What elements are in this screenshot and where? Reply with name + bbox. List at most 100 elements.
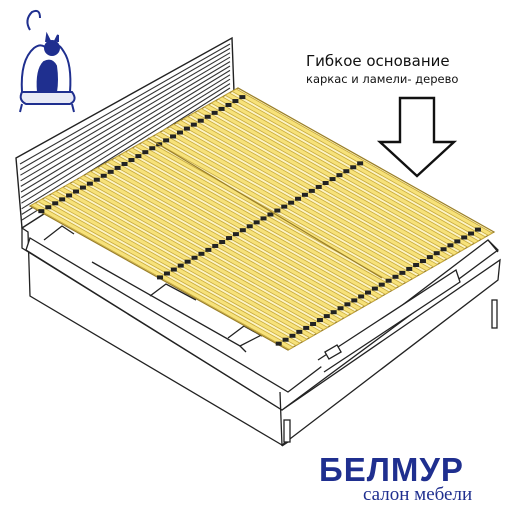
down-arrow-icon [376, 96, 458, 178]
slat-holder [385, 278, 392, 283]
slat-holder [170, 267, 177, 272]
slat-holder [419, 259, 426, 264]
headboard-stripe [20, 65, 231, 193]
slat-holder [93, 177, 100, 182]
slat-holder [275, 341, 282, 346]
slat-holder [190, 122, 197, 127]
slat-holder [274, 208, 281, 213]
slat-holder [282, 337, 289, 342]
slat-holder [59, 197, 66, 202]
headboard-stripe [21, 74, 231, 204]
slat-holder [170, 134, 177, 139]
slat-holder [295, 196, 302, 201]
slat-holder [79, 185, 86, 190]
slat-holder [330, 310, 337, 315]
slat-holder [226, 236, 233, 241]
slat-holder [177, 263, 184, 268]
slat-holder [260, 216, 267, 221]
slat-holder [343, 169, 350, 174]
slat-holder [52, 201, 59, 206]
slat-holder [149, 146, 156, 151]
slat-holder [461, 235, 468, 240]
headboard [15, 36, 235, 230]
slat-holder [114, 165, 121, 170]
headboard-stripe [19, 47, 231, 171]
slat-holder [66, 193, 73, 198]
slat-holder [378, 282, 385, 287]
slat-holder [197, 118, 204, 123]
slat-holder [310, 321, 317, 326]
slat-holder [211, 110, 218, 115]
slat-holder [322, 181, 329, 186]
slat-holder [38, 209, 45, 214]
slat-frame [28, 87, 496, 351]
headboard-stripe [20, 56, 231, 182]
slat-holder [357, 161, 364, 166]
caption-subtitle: каркас и ламели- дерево [306, 72, 459, 86]
slat-holder [344, 302, 351, 307]
brand-name: БЕЛМУР [319, 451, 464, 488]
slat-holder [232, 232, 239, 237]
slat-holder [86, 181, 93, 186]
slat-holder [212, 243, 219, 248]
slat-holder [468, 231, 475, 236]
slat-holder [371, 286, 378, 291]
headboard-stripe [21, 78, 231, 210]
headboard-stripe [20, 61, 231, 187]
slat-holder [142, 150, 149, 155]
slat-holder [315, 184, 322, 189]
slat-holder [163, 138, 170, 143]
slat-holder [246, 224, 253, 229]
slat-holder [350, 165, 357, 170]
headboard-stripe [19, 43, 231, 165]
slat-holder [308, 188, 315, 193]
slat-holder [107, 169, 114, 174]
slat-holder [413, 262, 420, 267]
slat-holder [73, 189, 80, 194]
slat-holder [219, 240, 226, 245]
headboard-stripe [20, 69, 231, 199]
slat-holder [157, 275, 164, 280]
caption-title: Гибкое основание [306, 52, 450, 70]
slat-holder [135, 154, 142, 159]
brand-tagline: салон мебели [363, 484, 473, 505]
slat-holder [454, 239, 461, 244]
slat-holder [253, 220, 260, 225]
slat-holder [184, 259, 191, 264]
slat-holder [128, 158, 135, 163]
slat-holder [176, 130, 183, 135]
slat-holder [121, 161, 128, 166]
slat-holder [239, 95, 246, 100]
slat-holder [45, 205, 52, 210]
slat-holder [329, 177, 336, 182]
slat-holder [336, 173, 343, 178]
slat-holder [447, 243, 454, 248]
slat-holder [232, 99, 239, 104]
slat-holder [267, 212, 274, 217]
slat-holder [225, 102, 232, 107]
cat-chair-logo [19, 9, 76, 113]
slat-holder [289, 333, 296, 338]
slat-holder [204, 114, 211, 119]
slat-holder [100, 173, 107, 178]
slat-holder [323, 314, 330, 319]
slat-holder [303, 325, 310, 330]
slat-holder [163, 271, 170, 276]
slat-holder [358, 294, 365, 299]
headboard-stripe [20, 52, 231, 176]
slat-holder [392, 274, 399, 279]
slat-holder [296, 329, 303, 334]
slat-holder [365, 290, 372, 295]
slat-holder [183, 126, 190, 131]
slat-holder [301, 192, 308, 197]
slat-holder [239, 228, 246, 233]
slat-holder [198, 251, 205, 256]
slat-holder [316, 318, 323, 323]
slat-holder [191, 255, 198, 260]
slat-holder [426, 255, 433, 260]
slat-holder [218, 106, 225, 111]
slat-holder [205, 247, 212, 252]
slat-holder [337, 306, 344, 311]
